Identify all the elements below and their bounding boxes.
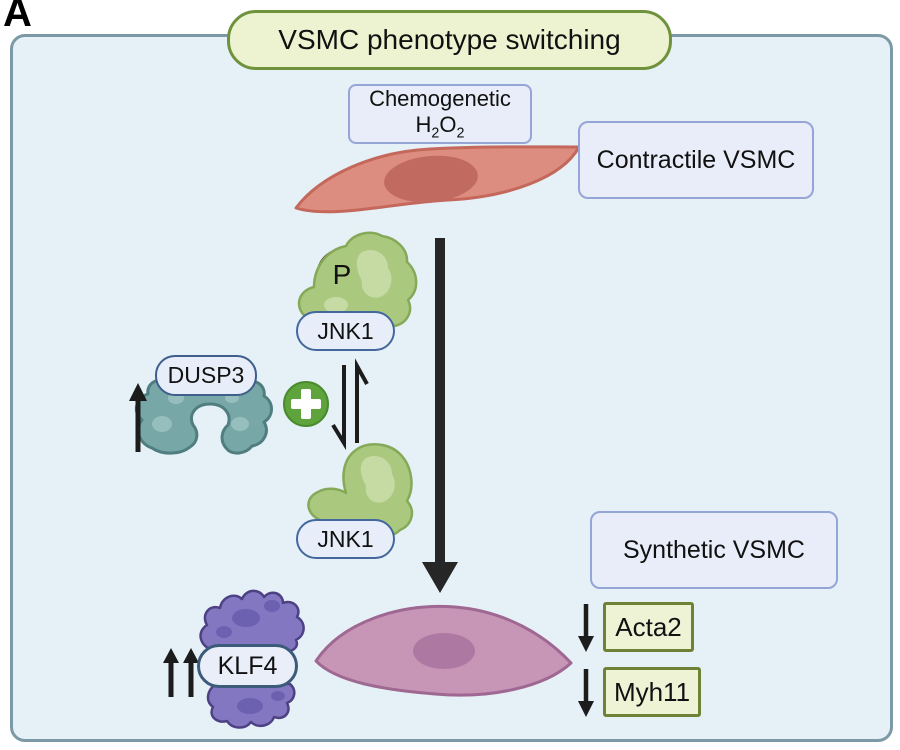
phosphorylation-equilibrium-arrows [331, 358, 369, 451]
jnk1-protein [307, 443, 414, 538]
synthetic-nucleus [413, 633, 475, 669]
phenotype-switch-arrow [422, 238, 458, 593]
acta2-gene-box: Acta2 [603, 602, 694, 652]
plus-activation-icon [283, 381, 329, 427]
klf4-protein [199, 589, 305, 729]
jnk1-phospho-label: JNK1 [296, 311, 395, 351]
klf4-double-up-arrow-icon [163, 648, 199, 697]
chemogenetic-h2o2-box: Chemogenetic H2O2 [348, 84, 532, 144]
myh11-gene-box: Myh11 [603, 667, 701, 717]
synthetic-vsmc-label: Synthetic VSMC [590, 511, 838, 589]
myh11-down-arrow-icon [578, 669, 594, 717]
diagram-title: VSMC phenotype switching [227, 10, 672, 70]
panel-label: A [3, 0, 32, 35]
chemogenetic-label: Chemogenetic [369, 85, 511, 111]
jnk1-label: JNK1 [296, 519, 395, 559]
dusp3-label: DUSP3 [155, 355, 257, 396]
phosphate-label: P [333, 259, 352, 290]
contractile-vsmc-cell [294, 145, 581, 214]
acta2-down-arrow-icon [578, 604, 594, 652]
dusp3-up-arrow-icon [129, 383, 147, 452]
contractile-nucleus [384, 155, 478, 203]
synthetic-vsmc-cell [314, 604, 573, 697]
phospho-jnk1-protein: P [297, 231, 418, 334]
klf4-label: KLF4 [197, 644, 298, 688]
h2o2-formula: H2O2 [415, 111, 465, 142]
contractile-vsmc-label: Contractile VSMC [578, 121, 814, 199]
